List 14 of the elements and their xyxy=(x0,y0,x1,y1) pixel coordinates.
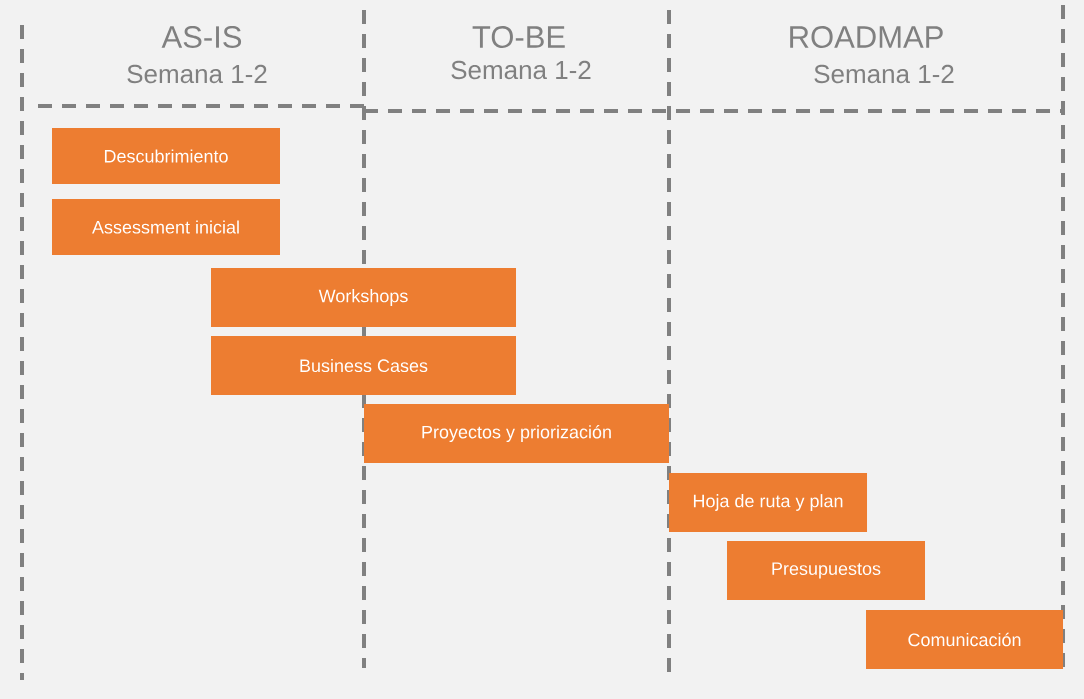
week-label: Semana 1-2 xyxy=(814,64,954,84)
task-bar: Comunicación xyxy=(866,610,1063,669)
column-heading: AS-IS xyxy=(161,26,242,48)
week-label: Semana 1-2 xyxy=(127,64,267,84)
task-bar: Descubrimiento xyxy=(52,128,280,184)
week-label: Semana 1-2 xyxy=(451,60,591,80)
task-bar: Proyectos y priorización xyxy=(364,404,669,463)
column-heading: TO-BE xyxy=(472,26,565,48)
task-bar: Hoja de ruta y plan xyxy=(669,473,867,532)
task-bar: Business Cases xyxy=(211,336,516,395)
task-bar: Assessment inicial xyxy=(52,199,280,255)
task-bar: Presupuestos xyxy=(727,541,925,600)
task-bar: Workshops xyxy=(211,268,516,327)
column-heading: ROADMAP xyxy=(790,26,943,48)
